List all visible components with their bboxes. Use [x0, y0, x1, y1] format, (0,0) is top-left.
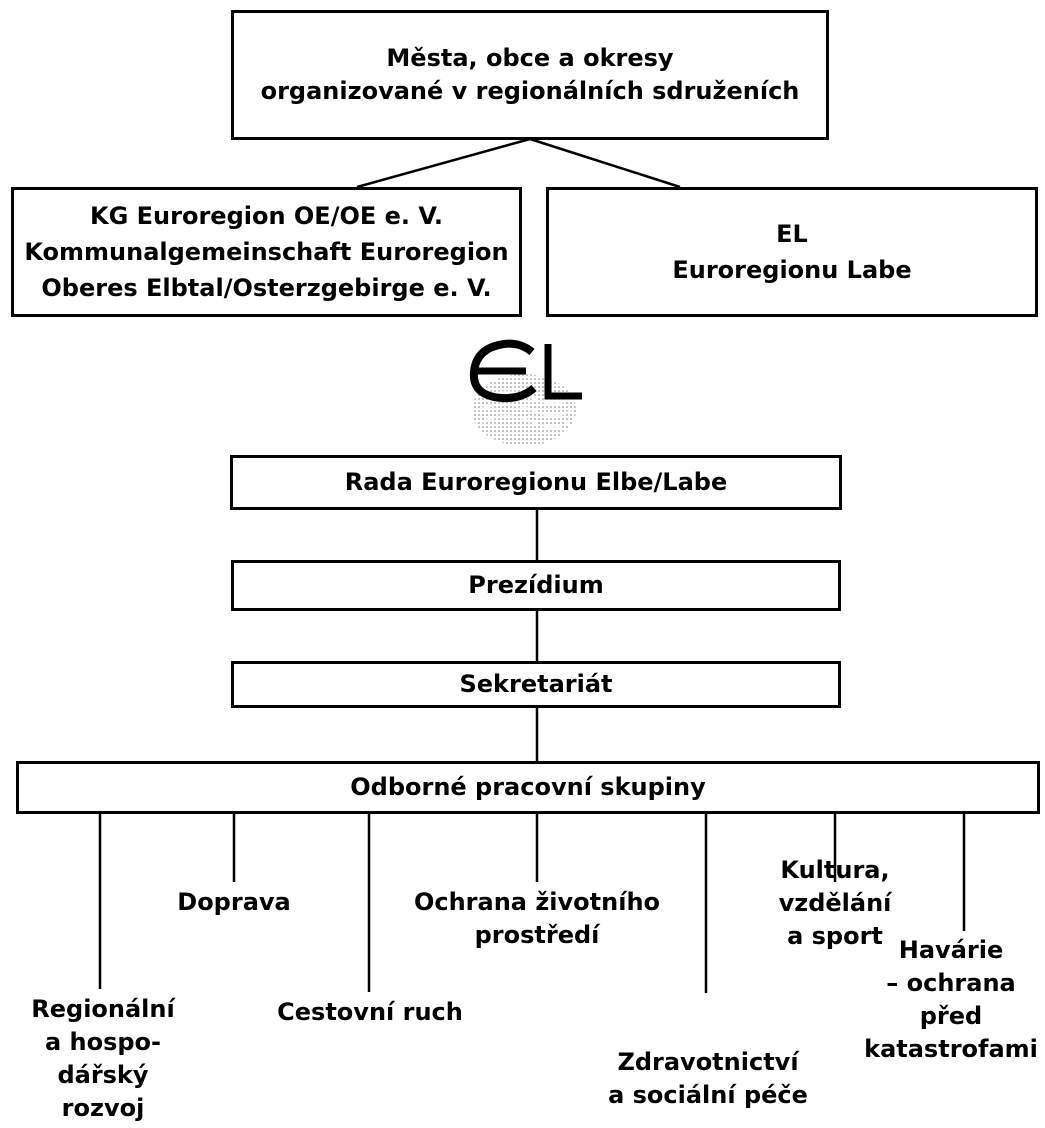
connector-top-left	[356, 137, 531, 189]
euroregion-logo: EL	[462, 338, 582, 446]
logo-text: EL	[462, 338, 464, 339]
connector-top-right	[529, 137, 681, 189]
kg-euroregion-box: KG Euroregion OE/OE e. V. Kommunalgemein…	[11, 187, 522, 317]
council-box: Rada Euroregionu Elbe/Labe	[230, 455, 842, 510]
working-groups-box: Odborné pracovní skupiny	[16, 761, 1040, 814]
secretariat-box: Sekretariát	[231, 661, 841, 708]
logo-l-shape	[544, 344, 582, 400]
group-environment: Ochrana životního prostředí	[413, 888, 661, 949]
municipalities-box: Města, obce a okresy organizované v regi…	[231, 10, 829, 140]
logo-e-shape	[469, 339, 537, 403]
euroregion-labe-box: EL Euroregionu Labe	[546, 187, 1038, 317]
group-disaster-protection: Havárie – ochrana před katastrofami	[864, 936, 1038, 1063]
group-culture-education-sport: Kultura, vzdělání a sport	[778, 856, 892, 950]
group-health-social: Zdravotnictví a sociální péče	[608, 1048, 808, 1109]
group-transport: Doprava	[177, 888, 291, 916]
group-tourism: Cestovní ruch	[277, 998, 463, 1026]
group-regional-development: Regionální a hospo- dářský rozvoj	[31, 995, 175, 1122]
logo-wave-graphic	[472, 374, 576, 446]
presidium-box: Prezídium	[231, 560, 841, 611]
